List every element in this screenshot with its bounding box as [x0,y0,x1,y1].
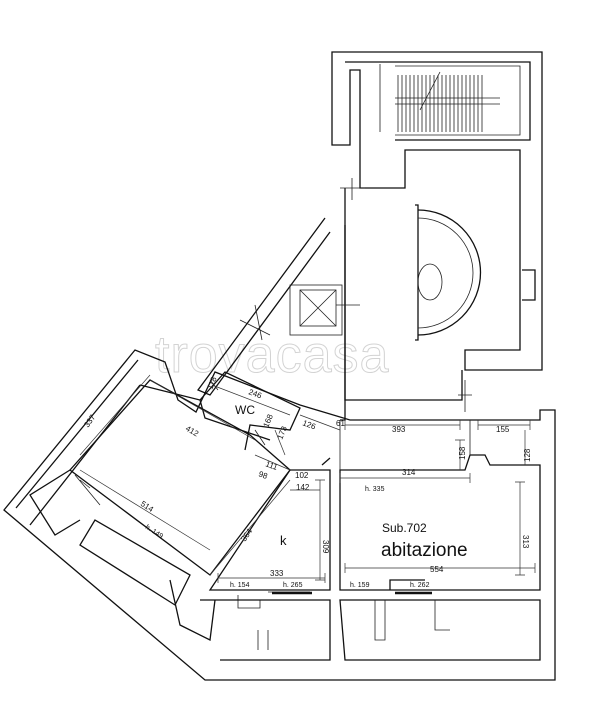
dim-126: 126 [301,418,317,431]
dim-111: 111 [264,459,279,472]
dim-412: 412 [184,424,201,439]
dim-128: 128 [523,448,532,462]
dim-98: 98 [257,469,269,481]
dim-173: 173 [276,424,290,440]
height-159: h. 159 [350,582,370,589]
dim-514: 514 [139,499,156,514]
height-149: h. 149 [144,524,164,541]
wc-room [199,371,301,451]
kitchen-room [208,457,331,609]
dim-158: 158 [458,446,467,460]
height-265: h. 265 [283,582,303,589]
watermark: trovacasa [155,326,389,384]
dim-333: 333 [270,569,284,578]
dim-314: 314 [402,468,416,477]
stair-tower [331,51,543,371]
height-262: h. 262 [410,582,430,589]
dim-155: 155 [496,425,510,434]
unit-code-label: Sub.702 [382,521,427,535]
dim-61: 61 [336,419,345,428]
wc-label: WC [235,403,255,417]
left-room [29,379,291,641]
building-outline [3,349,556,681]
dim-554: 554 [430,565,444,574]
dim-364: 364 [239,527,254,544]
kitchen-label: k [280,533,287,548]
dim-393: 393 [392,425,406,434]
dimension-lines [79,374,536,583]
dim-142: 142 [296,483,310,492]
dim-102: 102 [295,471,309,480]
dim-309: 309 [321,540,330,554]
corridor [196,217,360,421]
dim-313: 313 [521,535,530,549]
height-335: h. 335 [365,486,385,493]
dim-337: 337 [82,413,97,430]
unit-name-label: abitazione [381,540,468,561]
main-room [200,420,541,661]
hall-room [340,178,482,412]
dim-168: 168 [262,412,276,428]
height-154: h. 154 [230,582,250,589]
dim-246: 246 [247,387,263,400]
